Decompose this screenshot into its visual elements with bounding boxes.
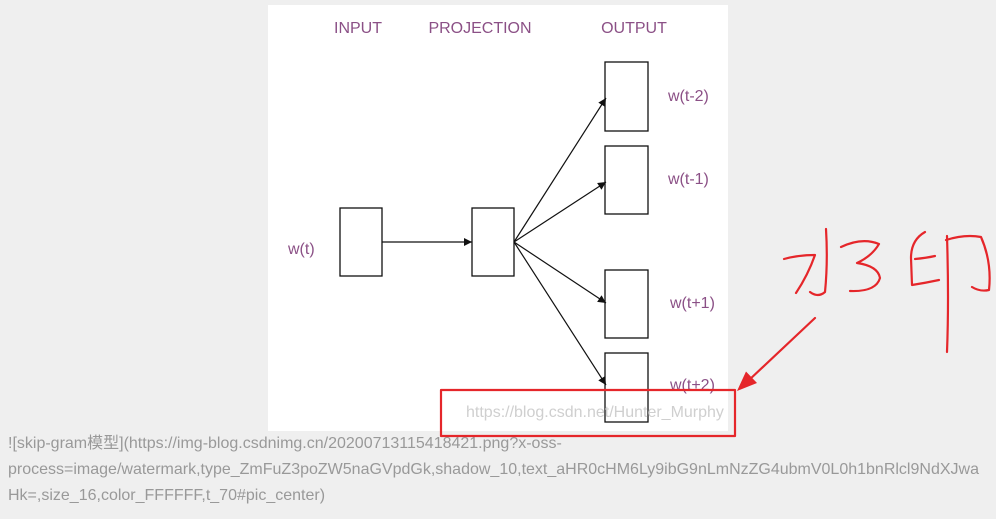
output-word-label: w(t+2) [669,377,715,394]
output-word-box [604,145,649,215]
output-word-label: w(t-2) [667,88,709,105]
projection-layer-box [471,207,515,277]
annotation-arrow-shaft [746,316,817,383]
handwritten-stroke [909,230,941,287]
markdown-line: process=image/watermark,type_ZmFuZ3poZW5… [8,461,979,478]
handwritten-stroke [782,253,817,295]
handwritten-stroke [945,234,950,354]
handwritten-stroke [944,234,991,292]
input-word-label: w(t) [287,241,315,258]
output-word-label: w(t-1) [667,171,709,188]
output-word-box [604,61,649,132]
markdown-line: ![skip-gram模型](https://img-blog.csdnimg.… [8,435,562,452]
handwritten-stroke [808,227,828,297]
handwritten-note [782,227,991,354]
handwritten-stroke [913,254,937,261]
markdown-line: Hk=,size_16,color_FFFFFF,t_70#pic_center… [8,487,326,504]
input-layer-header: INPUT [334,20,382,37]
handwritten-stroke [839,240,882,293]
arrow-projection-to-output [513,241,607,304]
arrow-projection-to-output [513,241,607,386]
skip-gram-diagram: INPUT PROJECTION OUTPUT w(t) w(t-2) w(t-… [287,20,724,423]
input-word-box [339,207,383,277]
output-word-label: w(t+1) [669,295,715,312]
markdown-image-source: ![skip-gram模型](https://img-blog.csdnimg.… [8,431,988,509]
projection-layer-header: PROJECTION [428,20,531,37]
watermark-text: https://blog.csdn.net/Hunter_Murphy [466,404,724,421]
skip-gram-image: INPUT PROJECTION OUTPUT w(t) w(t-2) w(t-… [268,5,728,431]
annotation-arrow [737,316,817,391]
output-layer-header: OUTPUT [601,20,667,37]
arrow-projection-to-output [513,97,607,243]
annotation-arrow-head [737,371,757,391]
arrow-projection-to-output [513,181,607,243]
output-word-box [604,269,649,339]
